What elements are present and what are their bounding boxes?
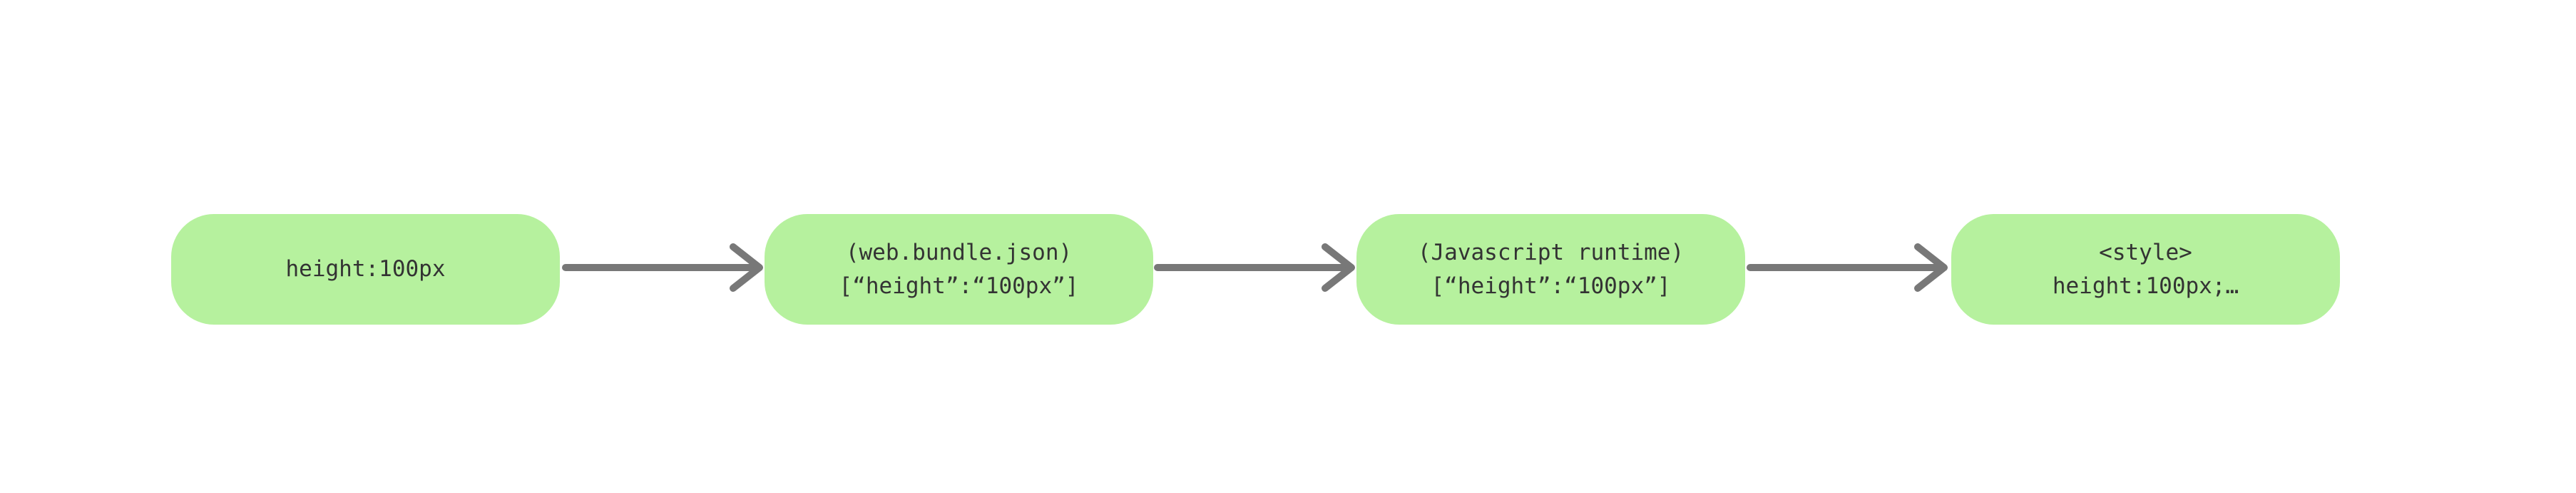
node-css-declaration: height:100px [171,214,560,325]
node-javascript-runtime-title: (Javascript runtime) [1417,239,1685,265]
flow-arrow-icon [1744,224,1951,311]
node-style-output: <style> height:100px;… [1951,214,2340,325]
node-javascript-runtime: (Javascript runtime) [“height”:“100px”] [1356,214,1745,325]
node-web-bundle-json-value: [“height”:“100px”] [839,273,1079,299]
node-javascript-runtime-value: [“height”:“100px”] [1431,273,1671,299]
flow-arrow-icon [1152,224,1359,311]
node-web-bundle-json-title: (web.bundle.json) [845,239,1073,265]
flow-arrow-icon [560,224,767,311]
node-css-declaration-label: height:100px [285,256,446,282]
node-style-output-title: <style> [2099,239,2192,265]
node-web-bundle-json: (web.bundle.json) [“height”:“100px”] [765,214,1153,325]
node-style-output-value: height:100px;… [2052,273,2239,299]
